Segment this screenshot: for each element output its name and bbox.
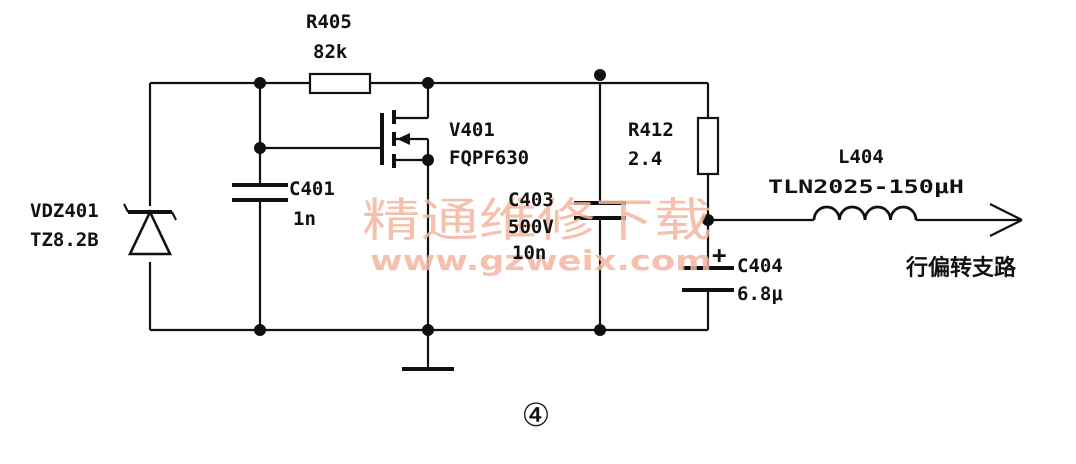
v401-mosfet	[380, 110, 430, 168]
r405-value-label: 82k	[313, 41, 348, 63]
junction-dots	[254, 69, 714, 336]
l404-ref-label: L404	[838, 146, 884, 168]
watermark-url: www.gzweix.com	[370, 244, 712, 277]
c403-capacitor	[574, 201, 626, 220]
c403-value-label: 10n	[512, 242, 546, 264]
c401-value-label: 1n	[293, 208, 316, 230]
r412-value-label: 2.4	[628, 148, 662, 170]
r405-resistor	[308, 72, 372, 95]
r412-resistor	[696, 116, 720, 176]
watermark-text: 精通维修下载	[362, 193, 712, 247]
c404-value-label: 6.8μ	[737, 283, 783, 305]
output-arrow	[989, 203, 1023, 237]
c403-ref-label: C403	[508, 189, 554, 211]
vdz401-value-label: TZ8.2B	[30, 229, 99, 251]
l404-value-label: TLN2025-150μH	[768, 176, 964, 198]
c404-polarity-mark: +	[712, 241, 726, 269]
c403-voltage-label: 500V	[508, 216, 554, 238]
c401-ref-label: C401	[289, 178, 335, 200]
figure-number: ④	[522, 396, 551, 434]
vdz401-ref-label: VDZ401	[30, 200, 99, 222]
l404-inductor	[812, 205, 918, 221]
r412-ref-label: R412	[628, 119, 674, 141]
c404-ref-label: C404	[737, 255, 783, 277]
c401-capacitor	[232, 183, 288, 202]
r405-ref-label: R405	[306, 11, 352, 33]
output-label: 行偏转支路	[905, 255, 1017, 281]
v401-value-label: FQPF630	[449, 147, 529, 169]
c404-capacitor	[682, 266, 734, 292]
vdz401-zener-diode	[123, 203, 177, 256]
v401-ref-label: V401	[449, 119, 495, 141]
